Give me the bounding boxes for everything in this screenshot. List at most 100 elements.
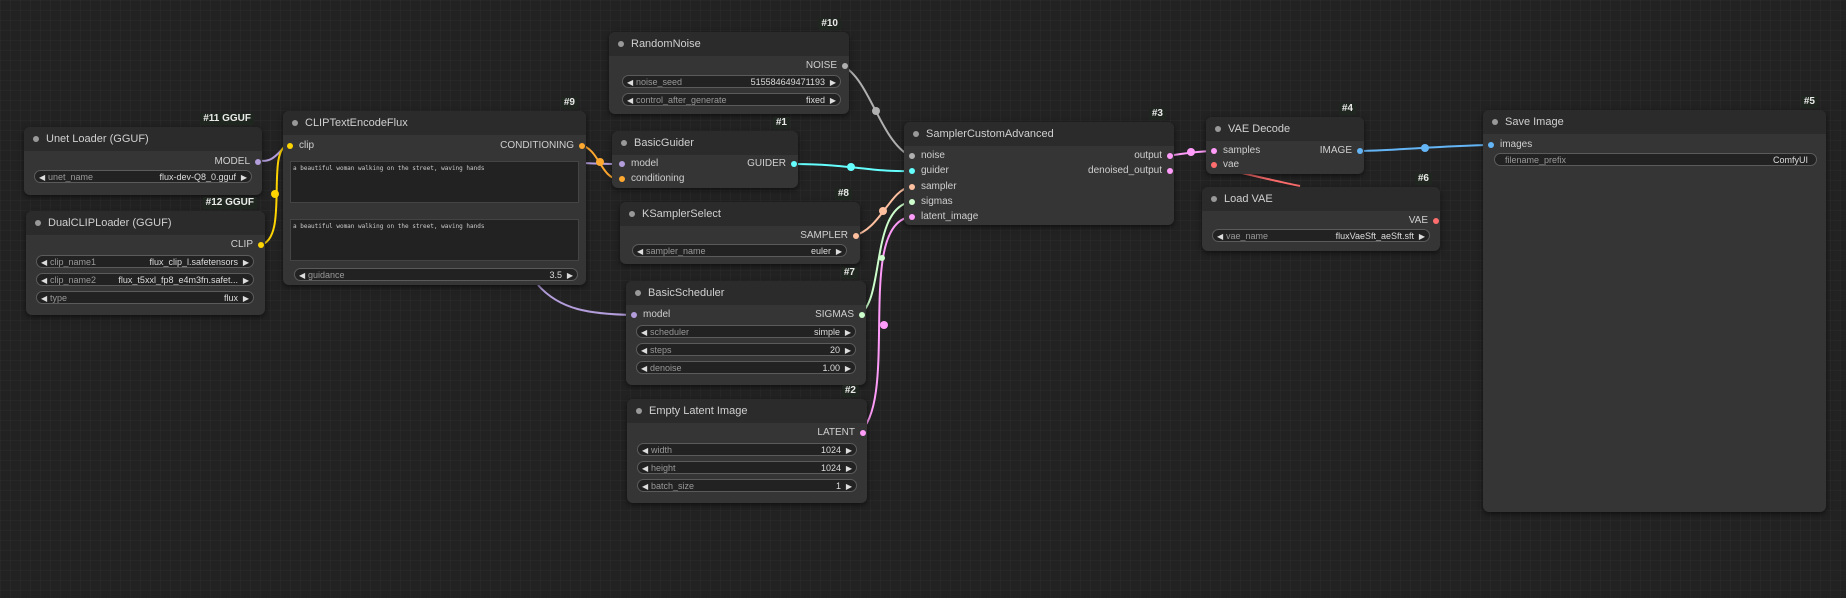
model-input-dot[interactable] bbox=[619, 161, 625, 167]
decrement-arrow-icon[interactable]: ◀ bbox=[1217, 232, 1224, 241]
decrement-arrow-icon[interactable]: ◀ bbox=[641, 346, 648, 355]
increment-arrow-icon[interactable]: ▶ bbox=[1418, 232, 1425, 241]
node-title[interactable]: CLIPTextEncodeFlux bbox=[283, 111, 586, 135]
node-title[interactable]: DualCLIPLoader (GGUF) bbox=[26, 211, 265, 235]
decrement-arrow-icon[interactable]: ◀ bbox=[637, 247, 644, 256]
node-vae-decode[interactable]: #4 VAE Decode samples vae IMAGE bbox=[1206, 103, 1364, 174]
node-title[interactable]: BasicGuider bbox=[612, 131, 798, 155]
decrement-arrow-icon[interactable]: ◀ bbox=[41, 258, 48, 267]
decrement-arrow-icon[interactable]: ◀ bbox=[641, 364, 648, 373]
images-input-dot[interactable] bbox=[1488, 142, 1494, 148]
decrement-arrow-icon[interactable]: ◀ bbox=[39, 173, 46, 182]
decrement-arrow-icon[interactable]: ◀ bbox=[627, 96, 634, 105]
increment-arrow-icon[interactable]: ▶ bbox=[566, 271, 573, 280]
widget-sampler-name[interactable]: ◀ sampler_name euler ▶ bbox=[632, 244, 847, 257]
output-sigmas[interactable]: SIGMAS bbox=[815, 308, 866, 322]
link-guider[interactable] bbox=[792, 163, 911, 173]
increment-arrow-icon[interactable]: ▶ bbox=[242, 276, 249, 285]
sampler-input-dot[interactable] bbox=[909, 184, 915, 190]
output-guider[interactable]: GUIDER bbox=[747, 157, 798, 171]
node-dualclip-loader[interactable]: #12 GGUF DualCLIPLoader (GGUF) CLIP ◀ cl… bbox=[26, 197, 265, 315]
vae-input-dot[interactable] bbox=[1211, 162, 1217, 168]
increment-arrow-icon[interactable]: ▶ bbox=[242, 258, 249, 267]
node-title[interactable]: KSamplerSelect bbox=[620, 202, 860, 226]
input-model[interactable]: model bbox=[617, 157, 658, 171]
model-input-dot[interactable] bbox=[631, 312, 637, 318]
clip-input-dot[interactable] bbox=[287, 143, 293, 149]
input-latent-image[interactable]: latent_image bbox=[907, 210, 978, 224]
widget-noise-seed[interactable]: ◀ noise_seed 515584649471193 ▶ bbox=[622, 75, 841, 88]
widget-width[interactable]: ◀ width 1024 ▶ bbox=[637, 443, 857, 456]
widget-type[interactable]: ◀ type flux ▶ bbox=[36, 291, 254, 304]
output-noise[interactable]: NOISE bbox=[806, 59, 849, 73]
increment-arrow-icon[interactable]: ▶ bbox=[844, 346, 851, 355]
widget-vae-name[interactable]: ◀ vae_name fluxVaeSft_aeSft.sft ▶ bbox=[1212, 229, 1430, 242]
decrement-arrow-icon[interactable]: ◀ bbox=[642, 446, 649, 455]
decrement-arrow-icon[interactable]: ◀ bbox=[41, 294, 48, 303]
conditioning-input-dot[interactable] bbox=[619, 176, 625, 182]
increment-arrow-icon[interactable]: ▶ bbox=[845, 464, 852, 473]
node-title[interactable]: RandomNoise bbox=[609, 32, 849, 56]
widget-unet-name[interactable]: ◀ unet_name flux-dev-Q8_0.gguf ▶ bbox=[34, 170, 252, 183]
increment-arrow-icon[interactable]: ▶ bbox=[845, 446, 852, 455]
decrement-arrow-icon[interactable]: ◀ bbox=[641, 328, 648, 337]
widget-clip-name1[interactable]: ◀ clip_name1 flux_clip_l.safetensors ▶ bbox=[36, 255, 254, 268]
increment-arrow-icon[interactable]: ▶ bbox=[844, 328, 851, 337]
increment-arrow-icon[interactable]: ▶ bbox=[844, 364, 851, 373]
widget-batch-size[interactable]: ◀ batch_size 1 ▶ bbox=[637, 479, 857, 492]
widget-height[interactable]: ◀ height 1024 ▶ bbox=[637, 461, 857, 474]
widget-steps[interactable]: ◀ steps 20 ▶ bbox=[636, 343, 856, 356]
input-noise[interactable]: noise bbox=[907, 149, 945, 163]
output-denoised-output[interactable]: denoised_output bbox=[1088, 164, 1174, 178]
node-unet-loader[interactable]: #11 GGUF Unet Loader (GGUF) MODEL ◀ unet… bbox=[24, 113, 262, 195]
node-basic-guider[interactable]: #1 BasicGuider model conditioning GUIDER bbox=[612, 117, 798, 188]
guider-output-dot[interactable] bbox=[791, 161, 797, 167]
output-vae[interactable]: VAE bbox=[1409, 214, 1440, 228]
output-conditioning[interactable]: CONDITIONING bbox=[500, 139, 586, 153]
guider-input-dot[interactable] bbox=[909, 168, 915, 174]
node-clip-text-encode-flux[interactable]: #9 CLIPTextEncodeFlux clip CONDITIONING … bbox=[283, 97, 586, 285]
output-sampler[interactable]: SAMPLER bbox=[800, 229, 860, 243]
latent-input-dot[interactable] bbox=[909, 214, 915, 220]
input-conditioning[interactable]: conditioning bbox=[617, 172, 684, 186]
image-output-dot[interactable] bbox=[1357, 148, 1363, 154]
clip-output-dot[interactable] bbox=[258, 242, 264, 248]
model-output-dot[interactable] bbox=[255, 159, 261, 165]
link-sigmas[interactable] bbox=[858, 201, 911, 316]
sigmas-output-dot[interactable] bbox=[859, 312, 865, 318]
increment-arrow-icon[interactable]: ▶ bbox=[835, 247, 842, 256]
increment-arrow-icon[interactable]: ▶ bbox=[242, 294, 249, 303]
vae-output-dot[interactable] bbox=[1433, 218, 1439, 224]
output-image[interactable]: IMAGE bbox=[1320, 144, 1364, 158]
node-title[interactable]: SamplerCustomAdvanced bbox=[904, 122, 1174, 146]
decrement-arrow-icon[interactable]: ◀ bbox=[642, 464, 649, 473]
samples-input-dot[interactable] bbox=[1211, 148, 1217, 154]
input-sampler[interactable]: sampler bbox=[907, 180, 957, 194]
node-load-vae[interactable]: #6 Load VAE VAE ◀ vae_name fluxVaeSft_ae… bbox=[1202, 173, 1440, 251]
node-title[interactable]: Empty Latent Image bbox=[627, 399, 867, 423]
input-clip[interactable]: clip bbox=[285, 139, 314, 153]
node-sampler-custom-advanced[interactable]: #3 SamplerCustomAdvanced noise guider sa… bbox=[904, 108, 1174, 225]
noise-input-dot[interactable] bbox=[909, 153, 915, 159]
node-title[interactable]: Unet Loader (GGUF) bbox=[24, 127, 262, 151]
widget-guidance[interactable]: ◀ guidance 3.5 ▶ bbox=[294, 268, 578, 281]
noise-output-dot[interactable] bbox=[842, 63, 848, 69]
denoised-output-dot[interactable] bbox=[1167, 168, 1173, 174]
input-samples[interactable]: samples bbox=[1209, 144, 1260, 158]
decrement-arrow-icon[interactable]: ◀ bbox=[642, 482, 649, 491]
widget-scheduler[interactable]: ◀ scheduler simple ▶ bbox=[636, 325, 856, 338]
input-guider[interactable]: guider bbox=[907, 164, 949, 178]
latent-output-dot[interactable] bbox=[860, 430, 866, 436]
node-empty-latent-image[interactable]: #2 Empty Latent Image LATENT ◀ width 102… bbox=[627, 385, 867, 503]
node-title[interactable]: VAE Decode bbox=[1206, 117, 1364, 141]
node-basic-scheduler[interactable]: #7 BasicScheduler model SIGMAS ◀ schedul… bbox=[626, 267, 866, 385]
node-title[interactable]: Load VAE bbox=[1202, 187, 1440, 211]
conditioning-output-dot[interactable] bbox=[579, 143, 585, 149]
node-title[interactable]: Save Image bbox=[1483, 110, 1826, 134]
decrement-arrow-icon[interactable]: ◀ bbox=[41, 276, 48, 285]
output-latent[interactable]: LATENT bbox=[817, 426, 867, 440]
output-model[interactable]: MODEL bbox=[214, 155, 262, 169]
clip-l-text-input[interactable]: a beautiful woman walking on the street,… bbox=[290, 161, 579, 203]
output-output[interactable]: output bbox=[1134, 149, 1174, 163]
input-vae[interactable]: vae bbox=[1209, 158, 1239, 172]
